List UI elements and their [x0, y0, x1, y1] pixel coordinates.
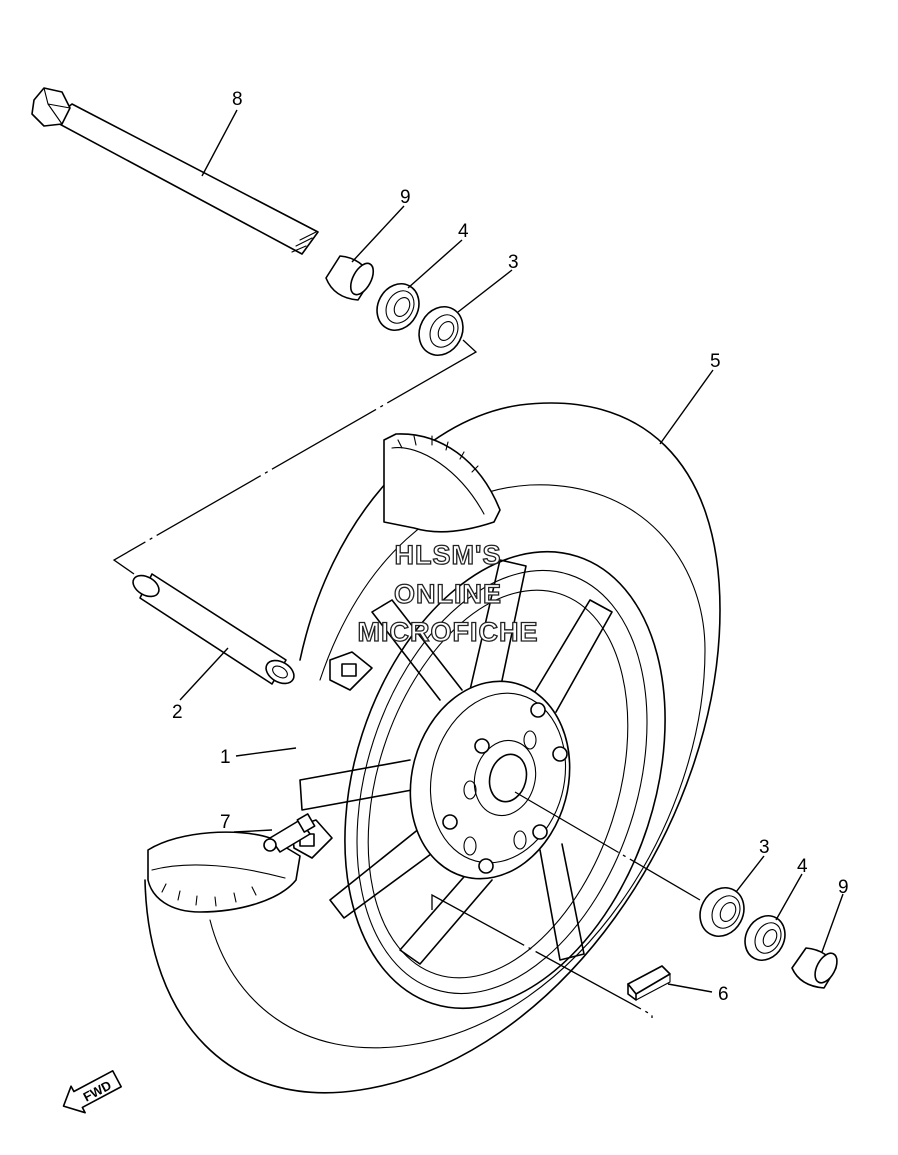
callout-7: 7: [220, 812, 231, 833]
callout-1: 1: [220, 747, 231, 768]
watermark-line-1: HLSM'S: [395, 540, 502, 570]
callout-3-lower: 3: [759, 837, 770, 858]
bearing-part-3-upper: [418, 306, 464, 356]
callout-9-lower: 9: [838, 877, 849, 898]
cast-wheel-part-1: [291, 550, 666, 1010]
callout-4-lower: 4: [797, 856, 808, 877]
callout-8: 8: [232, 89, 243, 110]
wheel-hub: [409, 680, 571, 880]
bearing-part-4-lower: [744, 915, 786, 961]
bearing-part-3-lower: [699, 887, 745, 937]
valve-part-7: [263, 813, 316, 853]
tube-cutaway-top: [383, 433, 501, 533]
collar-part-9-lower: [791, 947, 838, 989]
axle-part-8: [31, 87, 319, 255]
watermark-line-2: ONLINE: [394, 579, 502, 609]
callout-4-upper: 4: [458, 221, 469, 242]
disc-bolt-bosses: [442, 702, 568, 874]
leader-lines: [179, 109, 844, 993]
watermark: HLSM'S ONLINE MICROFICHE: [357, 539, 539, 647]
callout-6: 6: [718, 984, 729, 1005]
watermark-line-3: MICROFICHE: [358, 617, 539, 647]
callout-9-upper: 9: [400, 187, 411, 208]
fwd-direction-arrow: FWD: [62, 1070, 122, 1114]
bearing-part-4-upper: [376, 283, 420, 331]
assembly-lines: [112, 339, 701, 1018]
callout-3-upper: 3: [508, 252, 519, 273]
callout-2: 2: [172, 702, 183, 723]
collar-part-9-upper: [325, 255, 375, 301]
callout-5: 5: [710, 351, 721, 372]
tire-part-5: [144, 402, 721, 1094]
spacer-part-2: [132, 573, 295, 685]
balance-weight-part-6: [627, 965, 671, 1001]
fwd-label: FWD: [81, 1077, 114, 1104]
